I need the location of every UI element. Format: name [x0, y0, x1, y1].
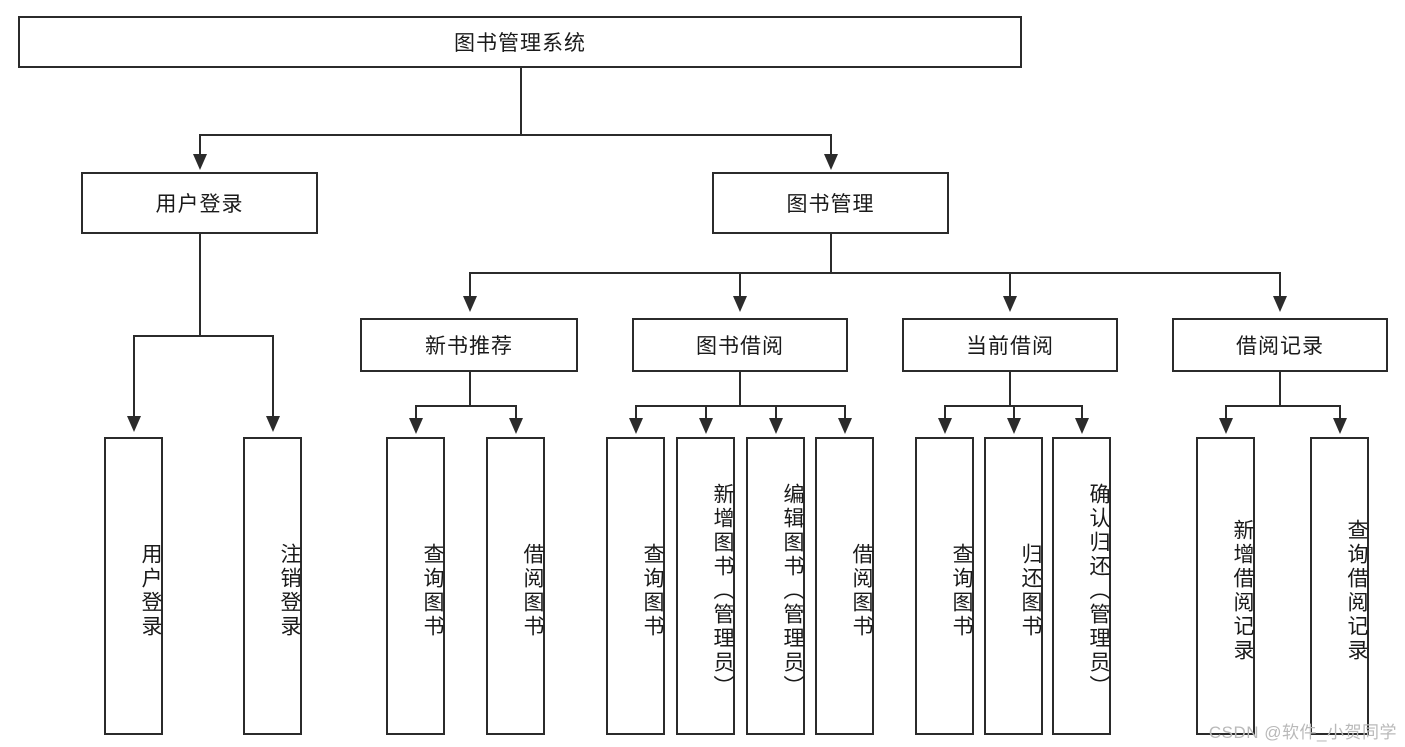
edge-borrow-record-bus [1225, 405, 1340, 407]
node-leaf-edit-book[interactable]: 编辑图书（管理员） [746, 437, 805, 735]
edge-drop-leaf-query-book-2 [635, 405, 637, 419]
node-leaf-add-record[interactable]: 新增借阅记录 [1196, 437, 1255, 735]
arrow-down-icon [1075, 418, 1089, 434]
edge-book-manage-stem [830, 234, 832, 272]
node-label: 图书借阅 [696, 335, 784, 358]
edge-drop-leaf-user-login [133, 335, 135, 417]
edge-drop-leaf-query-record [1339, 405, 1341, 419]
node-label: 新书推荐 [425, 335, 513, 358]
node-leaf-borrow-book-1[interactable]: 借阅图书 [486, 437, 545, 735]
node-label: 借阅记录 [1236, 335, 1324, 358]
arrow-down-icon [127, 416, 141, 432]
node-label: 用户登录 [139, 543, 162, 639]
node-label: 用户登录 [155, 193, 244, 216]
node-leaf-confirm-return[interactable]: 确认归还（管理员） [1052, 437, 1111, 735]
edge-book-manage-bus [469, 272, 1279, 274]
edge-drop-borrow-record [1279, 272, 1281, 297]
edge-drop-new-book-recommend [469, 272, 471, 297]
node-new-book-recommend[interactable]: 新书推荐 [360, 318, 578, 372]
node-label: 归还图书 [1019, 543, 1042, 639]
edge-book-borrow-bus [635, 405, 845, 407]
node-leaf-logout[interactable]: 注销登录 [243, 437, 302, 735]
node-label: 图书管理系统 [454, 32, 586, 55]
edge-drop-leaf-add-book [705, 405, 707, 419]
node-book-borrow[interactable]: 图书借阅 [632, 318, 848, 372]
node-label: 编辑图书（管理员） [781, 483, 804, 699]
arrow-down-icon [824, 154, 838, 170]
arrow-down-icon [1273, 296, 1287, 312]
node-leaf-return-book[interactable]: 归还图书 [984, 437, 1043, 735]
node-leaf-add-book[interactable]: 新增图书（管理员） [676, 437, 735, 735]
arrow-down-icon [938, 418, 952, 434]
arrow-down-icon [1219, 418, 1233, 434]
edge-drop-leaf-logout [272, 335, 274, 417]
arrow-down-icon [509, 418, 523, 434]
edge-drop-leaf-borrow-book-1 [515, 405, 517, 419]
node-label: 注销登录 [278, 543, 301, 639]
edge-new-book-recommend-stem [469, 372, 471, 405]
node-leaf-user-login[interactable]: 用户登录 [104, 437, 163, 735]
watermark-text: CSDN @软件_小贺同学 [1208, 723, 1397, 742]
edge-drop-leaf-add-record [1225, 405, 1227, 419]
edge-drop-book-manage [830, 134, 832, 156]
edge-user-login-stem [199, 234, 201, 335]
node-label: 图书管理 [786, 193, 875, 216]
arrow-down-icon [463, 296, 477, 312]
edge-level2-bus [199, 134, 831, 136]
node-label: 查询图书 [421, 543, 444, 639]
node-label: 借阅图书 [521, 543, 544, 639]
edge-drop-current-borrow [1009, 272, 1011, 297]
node-leaf-query-record[interactable]: 查询借阅记录 [1310, 437, 1369, 735]
edge-drop-book-borrow [739, 272, 741, 297]
edge-user-login-bus [133, 335, 272, 337]
arrow-down-icon [733, 296, 747, 312]
node-leaf-query-book-3[interactable]: 查询图书 [915, 437, 974, 735]
node-leaf-borrow-book-2[interactable]: 借阅图书 [815, 437, 874, 735]
arrow-down-icon [266, 416, 280, 432]
node-user-login[interactable]: 用户登录 [81, 172, 318, 234]
edge-root-stem [520, 68, 522, 134]
edge-book-borrow-stem [739, 372, 741, 405]
node-book-manage[interactable]: 图书管理 [712, 172, 949, 234]
node-leaf-query-book-2[interactable]: 查询图书 [606, 437, 665, 735]
node-leaf-query-book-1[interactable]: 查询图书 [386, 437, 445, 735]
node-borrow-record[interactable]: 借阅记录 [1172, 318, 1388, 372]
node-current-borrow[interactable]: 当前借阅 [902, 318, 1118, 372]
node-label: 确认归还（管理员） [1087, 483, 1110, 699]
edge-drop-leaf-query-book-3 [944, 405, 946, 419]
arrow-down-icon [1333, 418, 1347, 434]
edge-drop-leaf-return-book [1013, 405, 1015, 419]
arrow-down-icon [409, 418, 423, 434]
arrow-down-icon [699, 418, 713, 434]
edge-drop-user-login [199, 134, 201, 156]
edge-new-book-recommend-bus [415, 405, 516, 407]
node-label: 查询图书 [950, 543, 973, 639]
arrow-down-icon [769, 418, 783, 434]
arrow-down-icon [1003, 296, 1017, 312]
edge-borrow-record-stem [1279, 372, 1281, 405]
node-label: 借阅图书 [850, 543, 873, 639]
edge-drop-leaf-borrow-book-2 [844, 405, 846, 419]
edge-drop-leaf-edit-book [775, 405, 777, 419]
arrow-down-icon [193, 154, 207, 170]
arrow-down-icon [838, 418, 852, 434]
arrow-down-icon [629, 418, 643, 434]
node-label: 查询图书 [641, 543, 664, 639]
node-label: 查询借阅记录 [1345, 519, 1368, 663]
node-root-system[interactable]: 图书管理系统 [18, 16, 1022, 68]
node-label: 新增借阅记录 [1231, 519, 1254, 663]
edge-drop-leaf-confirm-return [1081, 405, 1083, 419]
node-label: 当前借阅 [966, 335, 1054, 358]
node-label: 新增图书（管理员） [711, 483, 734, 699]
arrow-down-icon [1007, 418, 1021, 434]
edge-current-borrow-stem [1009, 372, 1011, 405]
edge-drop-leaf-query-book-1 [415, 405, 417, 419]
